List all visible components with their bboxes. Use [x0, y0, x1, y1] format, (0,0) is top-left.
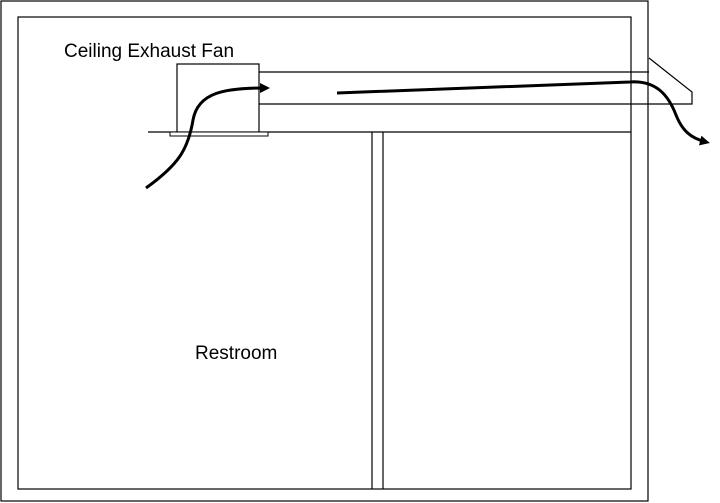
inner-wall-outline: [17, 16, 632, 490]
airflow-arrow-exhaust: [336, 80, 710, 146]
fan-grille: [169, 131, 269, 137]
fan-housing: [176, 63, 260, 133]
wall-cap-hood: [648, 57, 693, 105]
room-label: Restroom: [195, 343, 277, 364]
airflow-arrow-intake: [145, 83, 270, 190]
outer-wall-outline: [0, 0, 649, 502]
fan-label: Ceiling Exhaust Fan: [64, 41, 234, 62]
